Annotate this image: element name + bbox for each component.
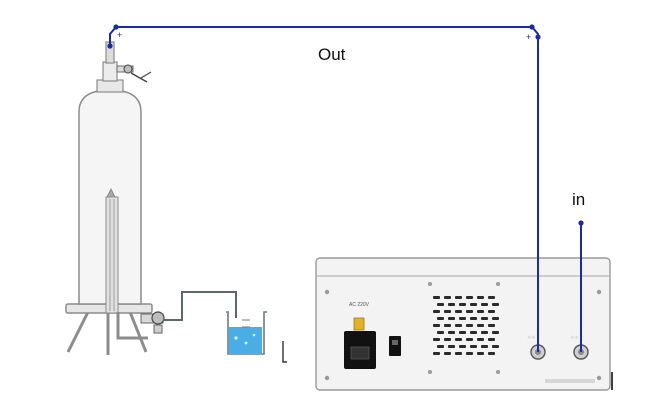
grille-slot <box>433 352 440 355</box>
port-label-out: ⁘⁘ <box>527 335 535 341</box>
wire-node <box>578 220 584 226</box>
out-label: Out <box>318 45 346 64</box>
screw <box>496 282 500 286</box>
screw <box>596 289 602 295</box>
ventilation-grille <box>433 296 499 355</box>
filter-vessel <box>65 41 165 355</box>
nameplate <box>545 379 595 383</box>
sample-tubing <box>163 291 237 321</box>
beaker-glass <box>226 311 267 355</box>
terminal-plus-left: + <box>117 30 122 40</box>
grille-slot <box>488 352 495 355</box>
grille-slot <box>455 338 462 341</box>
grille-slot <box>481 303 488 306</box>
screw <box>596 375 602 381</box>
grille-slot <box>466 338 473 341</box>
grille-slot <box>492 331 499 334</box>
screw <box>428 282 432 286</box>
wire-node <box>535 34 541 40</box>
grille-slot <box>477 296 484 299</box>
grille-slot <box>448 331 455 334</box>
grille-slot <box>455 296 462 299</box>
grille-slot <box>488 296 495 299</box>
beaker-water <box>229 327 262 353</box>
grille-slot <box>448 303 455 306</box>
fuse-holder <box>353 317 365 331</box>
drain-pipe <box>116 312 148 340</box>
grille-slot <box>448 317 455 320</box>
grille-slot <box>477 352 484 355</box>
grille-slot <box>477 324 484 327</box>
grille-slot <box>477 310 484 313</box>
grille-slot <box>481 345 488 348</box>
grille-slot <box>433 324 440 327</box>
grille-slot <box>492 345 499 348</box>
out-wire <box>109 26 539 352</box>
grille-slot <box>444 338 451 341</box>
grille-slot <box>459 303 466 306</box>
wire-node <box>107 43 113 49</box>
power-label: AC 220V <box>349 302 370 308</box>
probe-mark <box>282 341 287 363</box>
grille-slot <box>481 317 488 320</box>
in-label: in <box>572 190 586 209</box>
grille-slot <box>470 345 477 348</box>
wire-node <box>529 24 535 30</box>
power-switch[interactable] <box>389 336 401 356</box>
grille-slot <box>455 324 462 327</box>
vent-valve <box>116 64 152 83</box>
grille-slot <box>444 310 451 313</box>
grille-slot <box>448 345 455 348</box>
vessel-top-flange <box>96 79 124 93</box>
vessel-leg <box>128 311 148 353</box>
grille-slot <box>470 317 477 320</box>
grille-slot <box>437 317 444 320</box>
grille-slot <box>459 317 466 320</box>
grille-slot <box>459 331 466 334</box>
grille-slot <box>433 296 440 299</box>
screw <box>428 370 432 374</box>
beaker <box>226 311 267 355</box>
grille-slot <box>466 324 473 327</box>
grille-slot <box>470 331 477 334</box>
grille-slot <box>444 352 451 355</box>
grille-slot <box>437 331 444 334</box>
grille-slot <box>492 317 499 320</box>
grille-slot <box>466 310 473 313</box>
grille-slot <box>444 296 451 299</box>
grille-slot <box>466 296 473 299</box>
grille-slot <box>433 338 440 341</box>
grille-slot <box>492 303 499 306</box>
screw <box>324 375 330 381</box>
grille-slot <box>488 310 495 313</box>
grille-slot <box>466 352 473 355</box>
grille-slot <box>459 345 466 348</box>
grille-slot <box>444 324 451 327</box>
outlet-valve <box>140 311 165 334</box>
grille-slot <box>437 303 444 306</box>
terminal-plus-right: + <box>526 32 531 42</box>
grille-slot <box>470 303 477 306</box>
grille-slot <box>488 324 495 327</box>
grille-slot <box>455 310 462 313</box>
test-instrument: AC 220V ⁘⁘ ⁘⁘ <box>315 257 611 391</box>
grille-slot <box>488 338 495 341</box>
vessel-neck <box>102 61 118 82</box>
grille-slot <box>433 310 440 313</box>
vessel-leg <box>66 311 90 353</box>
grille-slot <box>481 331 488 334</box>
grille-slot <box>455 352 462 355</box>
filter-cartridge <box>105 188 119 314</box>
grille-slot <box>477 338 484 341</box>
port-label-in: ⁘⁘ <box>570 335 578 341</box>
screw <box>496 370 500 374</box>
screw <box>324 289 330 295</box>
grille-slot <box>437 345 444 348</box>
wire-node <box>113 24 119 30</box>
